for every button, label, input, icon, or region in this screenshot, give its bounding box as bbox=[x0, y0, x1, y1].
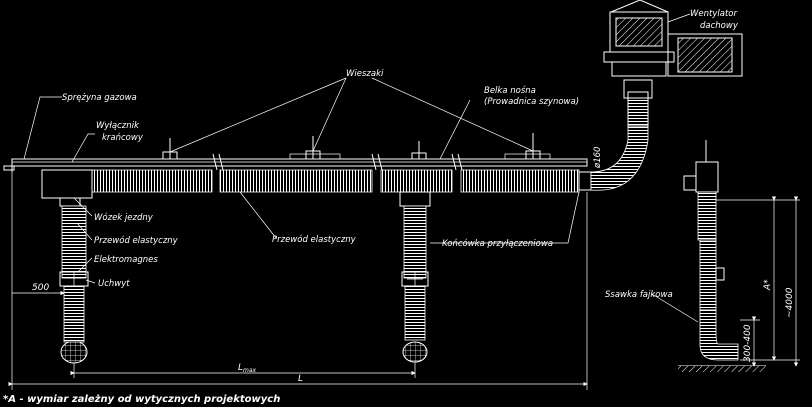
label-wylacznik-2: krańcowy bbox=[102, 133, 144, 143]
dim-300-400: 300-400 bbox=[743, 324, 753, 362]
roof-fan bbox=[603, 0, 743, 77]
labels: Sprężyna gazowa Wyłącznik krańcowy Wiesz… bbox=[62, 9, 739, 300]
footnote: *A - wymiar zależny od wytycznych projek… bbox=[3, 394, 280, 405]
dim-4000: ~4000 bbox=[785, 287, 795, 318]
dim-500: 500 bbox=[32, 283, 49, 293]
dim-l: L bbox=[298, 374, 303, 384]
label-wentylator-1: Wentylator bbox=[690, 9, 737, 19]
trolley-box bbox=[3, 165, 93, 207]
dimension-texts: 500 Lmax L A* ~4000 300-400 bbox=[32, 279, 795, 384]
label-wieszaki: Wieszaki bbox=[346, 69, 384, 79]
label-sprezyna: Sprężyna gazowa bbox=[62, 93, 137, 103]
dim-a-star: A* bbox=[763, 279, 773, 291]
leader-lines bbox=[23, 13, 699, 323]
label-przewod-1: Przewód elastyczny bbox=[94, 235, 179, 246]
rail-beam bbox=[11, 153, 588, 171]
horizontal-hose bbox=[91, 169, 592, 193]
label-wylacznik-1: Wyłącznik bbox=[96, 121, 140, 131]
label-elektromagnes: Elektromagnes bbox=[94, 255, 158, 265]
label-przewod-2: Przewód elastyczny bbox=[272, 234, 357, 245]
side-view-station bbox=[678, 140, 766, 372]
label-koncowka: Końcówka przyłączeniowa bbox=[442, 238, 553, 249]
middle-drop-hose bbox=[399, 191, 431, 363]
label-belka-2: (Prowadnica szynowa) bbox=[484, 97, 579, 107]
hangers bbox=[162, 133, 551, 160]
dim-lmax: Lmax bbox=[238, 363, 257, 374]
left-drop-hose bbox=[59, 205, 89, 364]
label-ssawka: Ssawka fajkowa bbox=[605, 290, 673, 300]
label-wozek: Wózek jezdny bbox=[94, 212, 154, 223]
riser-duct bbox=[590, 79, 653, 191]
dimension-lines bbox=[8, 166, 800, 390]
label-diameter: ø160 bbox=[593, 147, 603, 169]
label-uchwyt: Uchwyt bbox=[98, 279, 130, 289]
label-wentylator-2: dachowy bbox=[700, 21, 739, 31]
label-belka-1: Belka nośna bbox=[484, 85, 536, 96]
